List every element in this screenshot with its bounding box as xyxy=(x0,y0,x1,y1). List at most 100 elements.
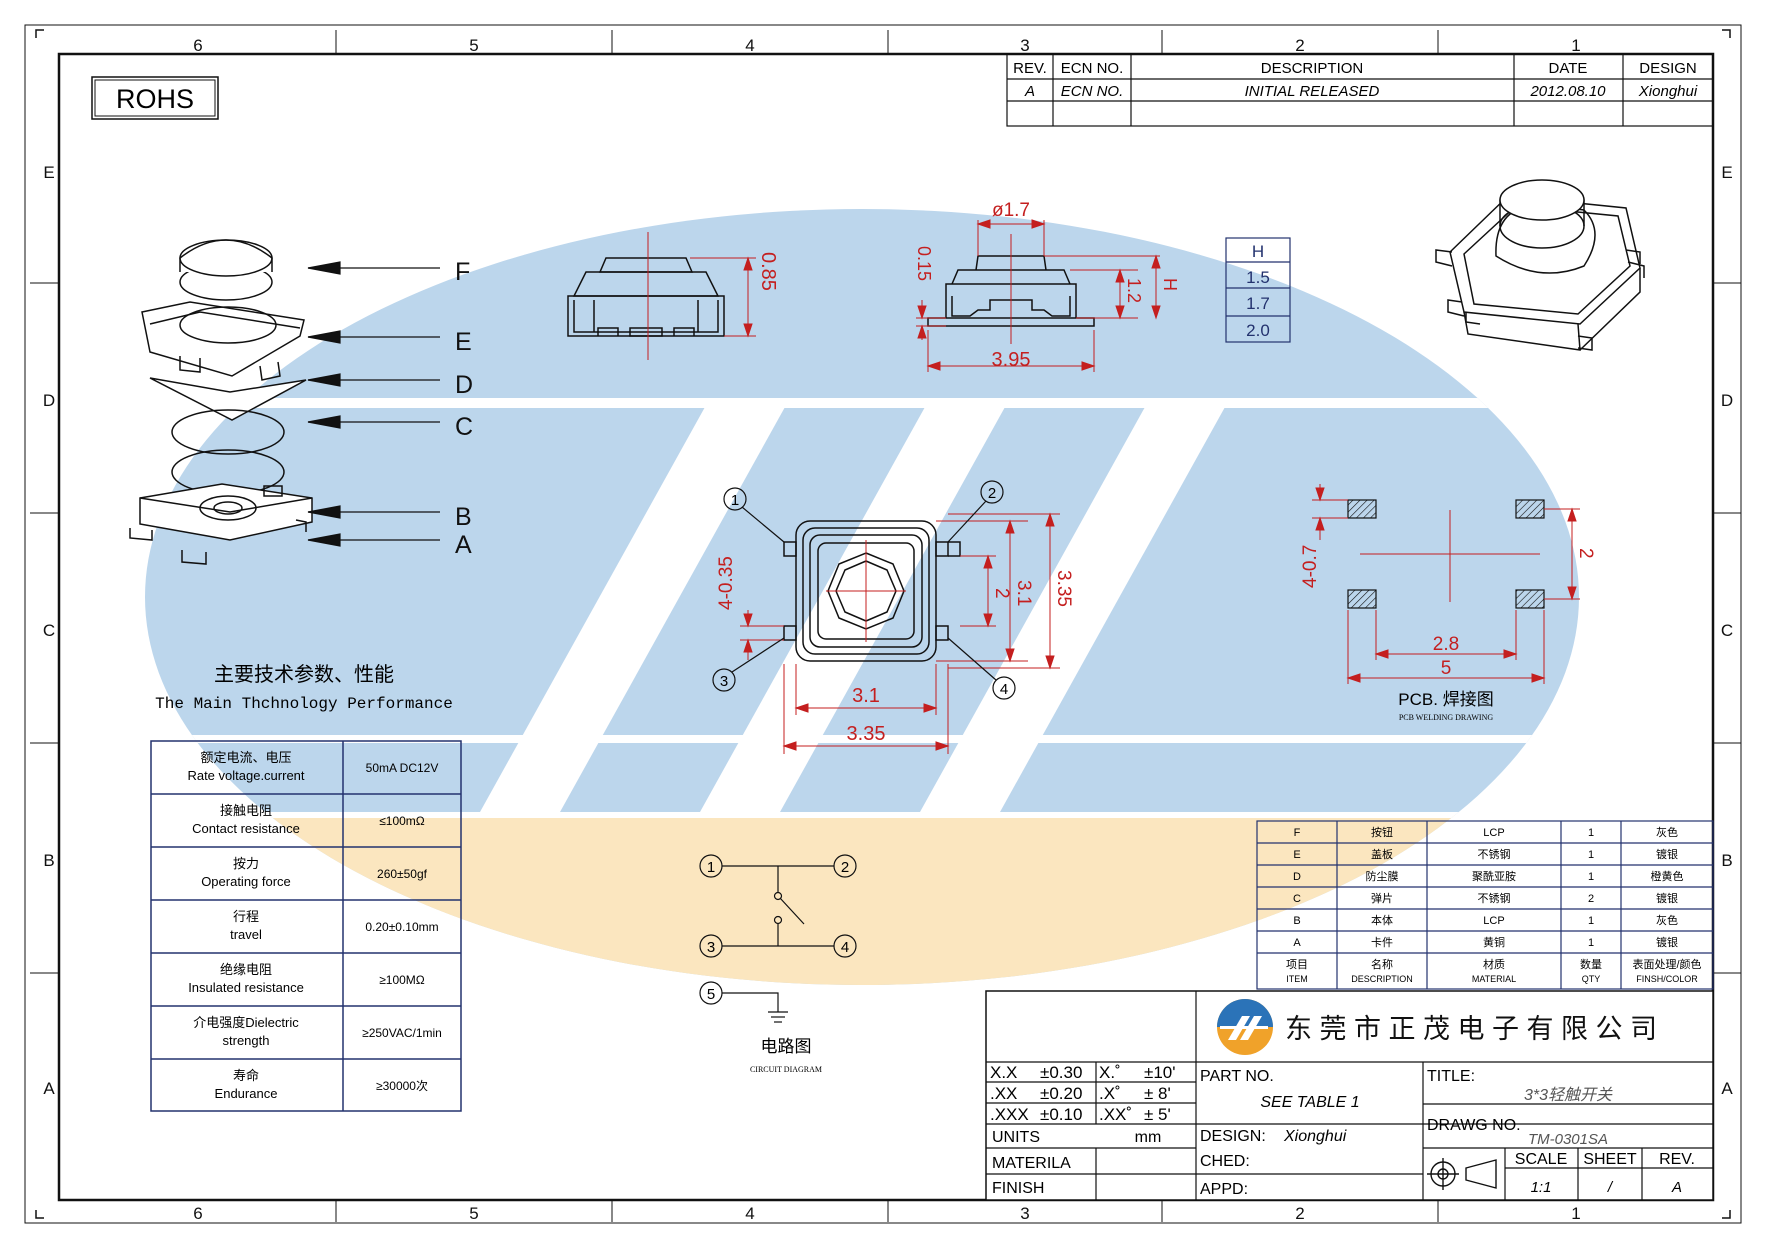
zone-top-6: 6 xyxy=(193,36,202,55)
zone-labels: 6 5 4 3 2 1 6 5 4 3 2 1 E D C B A E D C … xyxy=(43,36,1733,1223)
pin-label-2: 2 xyxy=(988,485,996,502)
circuit-node-1: 1 xyxy=(707,859,715,876)
circuit-diagram xyxy=(699,854,857,1023)
rev-header-rev: REV. xyxy=(1013,60,1047,77)
bom-cell: 不锈钢 xyxy=(1478,848,1511,861)
dim-pcb-2-8: 2.8 xyxy=(1433,634,1459,655)
part-label-e: E xyxy=(455,328,472,356)
tolerance-cell: ± 8' xyxy=(1144,1084,1171,1103)
pin-label-3: 3 xyxy=(720,673,728,690)
row-left-a: A xyxy=(43,1079,55,1098)
rohs-box: ROHS xyxy=(91,76,219,120)
projection-symbol xyxy=(1427,1158,1497,1190)
rev-header-date: DATE xyxy=(1549,60,1588,77)
sheet-label: SHEET xyxy=(1583,1151,1637,1168)
title-block xyxy=(985,990,1714,1201)
pin-label-1: 1 xyxy=(731,492,739,509)
dim-front-inner: 1.2 xyxy=(1124,278,1144,303)
zone-bottom-6: 6 xyxy=(193,1204,202,1223)
row-left-c: C xyxy=(43,621,55,640)
front-view-labels: ø1.7 0.15 1.2 H 3.95 xyxy=(914,200,1180,371)
zone-bottom-5: 5 xyxy=(469,1204,478,1223)
dim-side-height: 0.85 xyxy=(757,252,779,291)
bom-cell: 灰色 xyxy=(1656,825,1678,839)
bom-cell: 1 xyxy=(1588,827,1594,839)
bom-header-en: QTY xyxy=(1582,974,1601,984)
bom-cell: E xyxy=(1293,849,1300,861)
spec-value: ≥100MΩ xyxy=(379,973,425,987)
bom-cell: 1 xyxy=(1588,915,1594,927)
row-left-e: E xyxy=(43,163,54,182)
dim-front-h: H xyxy=(1160,278,1180,291)
top-view-labels: 1 2 3 4 4-0.35 2 3.1 3.35 3.1 3.35 xyxy=(716,485,1074,745)
bom-header-cn: 数量 xyxy=(1580,958,1602,971)
bom-cell: 卡件 xyxy=(1371,936,1393,949)
appd-label: APPD: xyxy=(1200,1181,1248,1198)
rev-row-rev: A xyxy=(1024,83,1035,100)
top-view-dims xyxy=(740,512,1060,754)
spec-label-cn: 寿命 xyxy=(233,1068,259,1083)
title-block-fields: PART NO. SEE TABLE 1 DESIGN: Xionghui CH… xyxy=(1200,1068,1695,1198)
part-label-a: A xyxy=(455,531,472,559)
exploded-view xyxy=(129,239,313,565)
watermark-logo xyxy=(145,209,1579,985)
spec-label-cn: 介电强度Dielectric xyxy=(193,1015,299,1030)
top-view xyxy=(783,520,961,662)
material-label: MATERILA xyxy=(992,1155,1071,1172)
bom-cell: 按钮 xyxy=(1371,825,1393,839)
bom-table xyxy=(1256,820,1714,990)
rev-header-ecn: ECN NO. xyxy=(1061,60,1124,77)
exploded-view-leaders xyxy=(307,261,440,547)
dim-top-3-35-h: 3.35 xyxy=(847,723,886,745)
tolerance-cell: .XX xyxy=(990,1084,1017,1103)
spec-label-cn: 行程 xyxy=(233,909,259,924)
tolerance-cell: ±0.20 xyxy=(1040,1084,1082,1103)
scale-value: 1:1 xyxy=(1531,1179,1552,1196)
bom-cell: 不锈钢 xyxy=(1478,892,1511,905)
company-name: 东 莞 市 正 茂 电 子 有 限 公 司 xyxy=(1285,1014,1657,1044)
bom-cell: F xyxy=(1294,827,1301,839)
h-table-value: 1.7 xyxy=(1246,294,1270,313)
bom-cell: 镀银 xyxy=(1656,891,1678,905)
spec-value: 260±50gf xyxy=(377,867,428,881)
bom-cell: 镀银 xyxy=(1656,847,1678,861)
tolerance-cell: ±0.30 xyxy=(1040,1063,1082,1082)
dim-top-pin: 4-0.35 xyxy=(716,556,737,610)
specs-title: 主要技术参数、性能 The Main Thchnology Performanc… xyxy=(155,663,453,713)
top-view-pin-callouts xyxy=(712,480,1016,700)
units-label: UNITS xyxy=(992,1129,1040,1146)
circuit-subtitle: CIRCUIT DIAGRAM xyxy=(750,1065,822,1074)
tolerance-cell: .XX˚ xyxy=(1099,1105,1132,1124)
tolerance-cell: ±0.10 xyxy=(1040,1105,1082,1124)
bom-cell: 灰色 xyxy=(1656,913,1678,927)
bom-cell: 本体 xyxy=(1371,913,1393,927)
zone-top-5: 5 xyxy=(469,36,478,55)
bom-cell: 2 xyxy=(1588,893,1594,905)
circuit-node-3: 3 xyxy=(707,939,715,956)
rev-header-design: DESIGN xyxy=(1639,60,1697,77)
bom-header-cn: 项目 xyxy=(1286,958,1308,971)
zone-top-2: 2 xyxy=(1295,36,1304,55)
zone-top-3: 3 xyxy=(1020,36,1029,55)
side-view-dims xyxy=(647,232,756,360)
drawg-no-label: DRAWG NO. xyxy=(1427,1117,1521,1134)
zone-bottom-4: 4 xyxy=(745,1204,754,1223)
zone-bottom-3: 3 xyxy=(1020,1204,1029,1223)
tolerance-cell: .XXX xyxy=(990,1105,1029,1124)
side-view xyxy=(567,257,725,337)
part-no-label: PART NO. xyxy=(1200,1068,1274,1085)
circuit-labels: 1 2 3 4 5 电路图 CIRCUIT DIAGRAM xyxy=(707,859,849,1074)
title-block-lines xyxy=(986,991,1713,1200)
circuit-title: 电路图 xyxy=(761,1037,812,1056)
dim-top-2: 2 xyxy=(991,588,1012,599)
bom-cell: 弹片 xyxy=(1371,891,1393,905)
front-view-dims xyxy=(916,219,1161,372)
bom-cell: D xyxy=(1293,871,1301,883)
h-table-value: 2.0 xyxy=(1246,321,1270,340)
spec-label-en: strength xyxy=(223,1033,270,1048)
zone-bottom-2: 2 xyxy=(1295,1204,1304,1223)
spec-value: ≤100mΩ xyxy=(379,814,425,828)
specs-title-en: The Main Thchnology Performance xyxy=(155,695,453,713)
bom-header-en: ITEM xyxy=(1286,974,1308,984)
